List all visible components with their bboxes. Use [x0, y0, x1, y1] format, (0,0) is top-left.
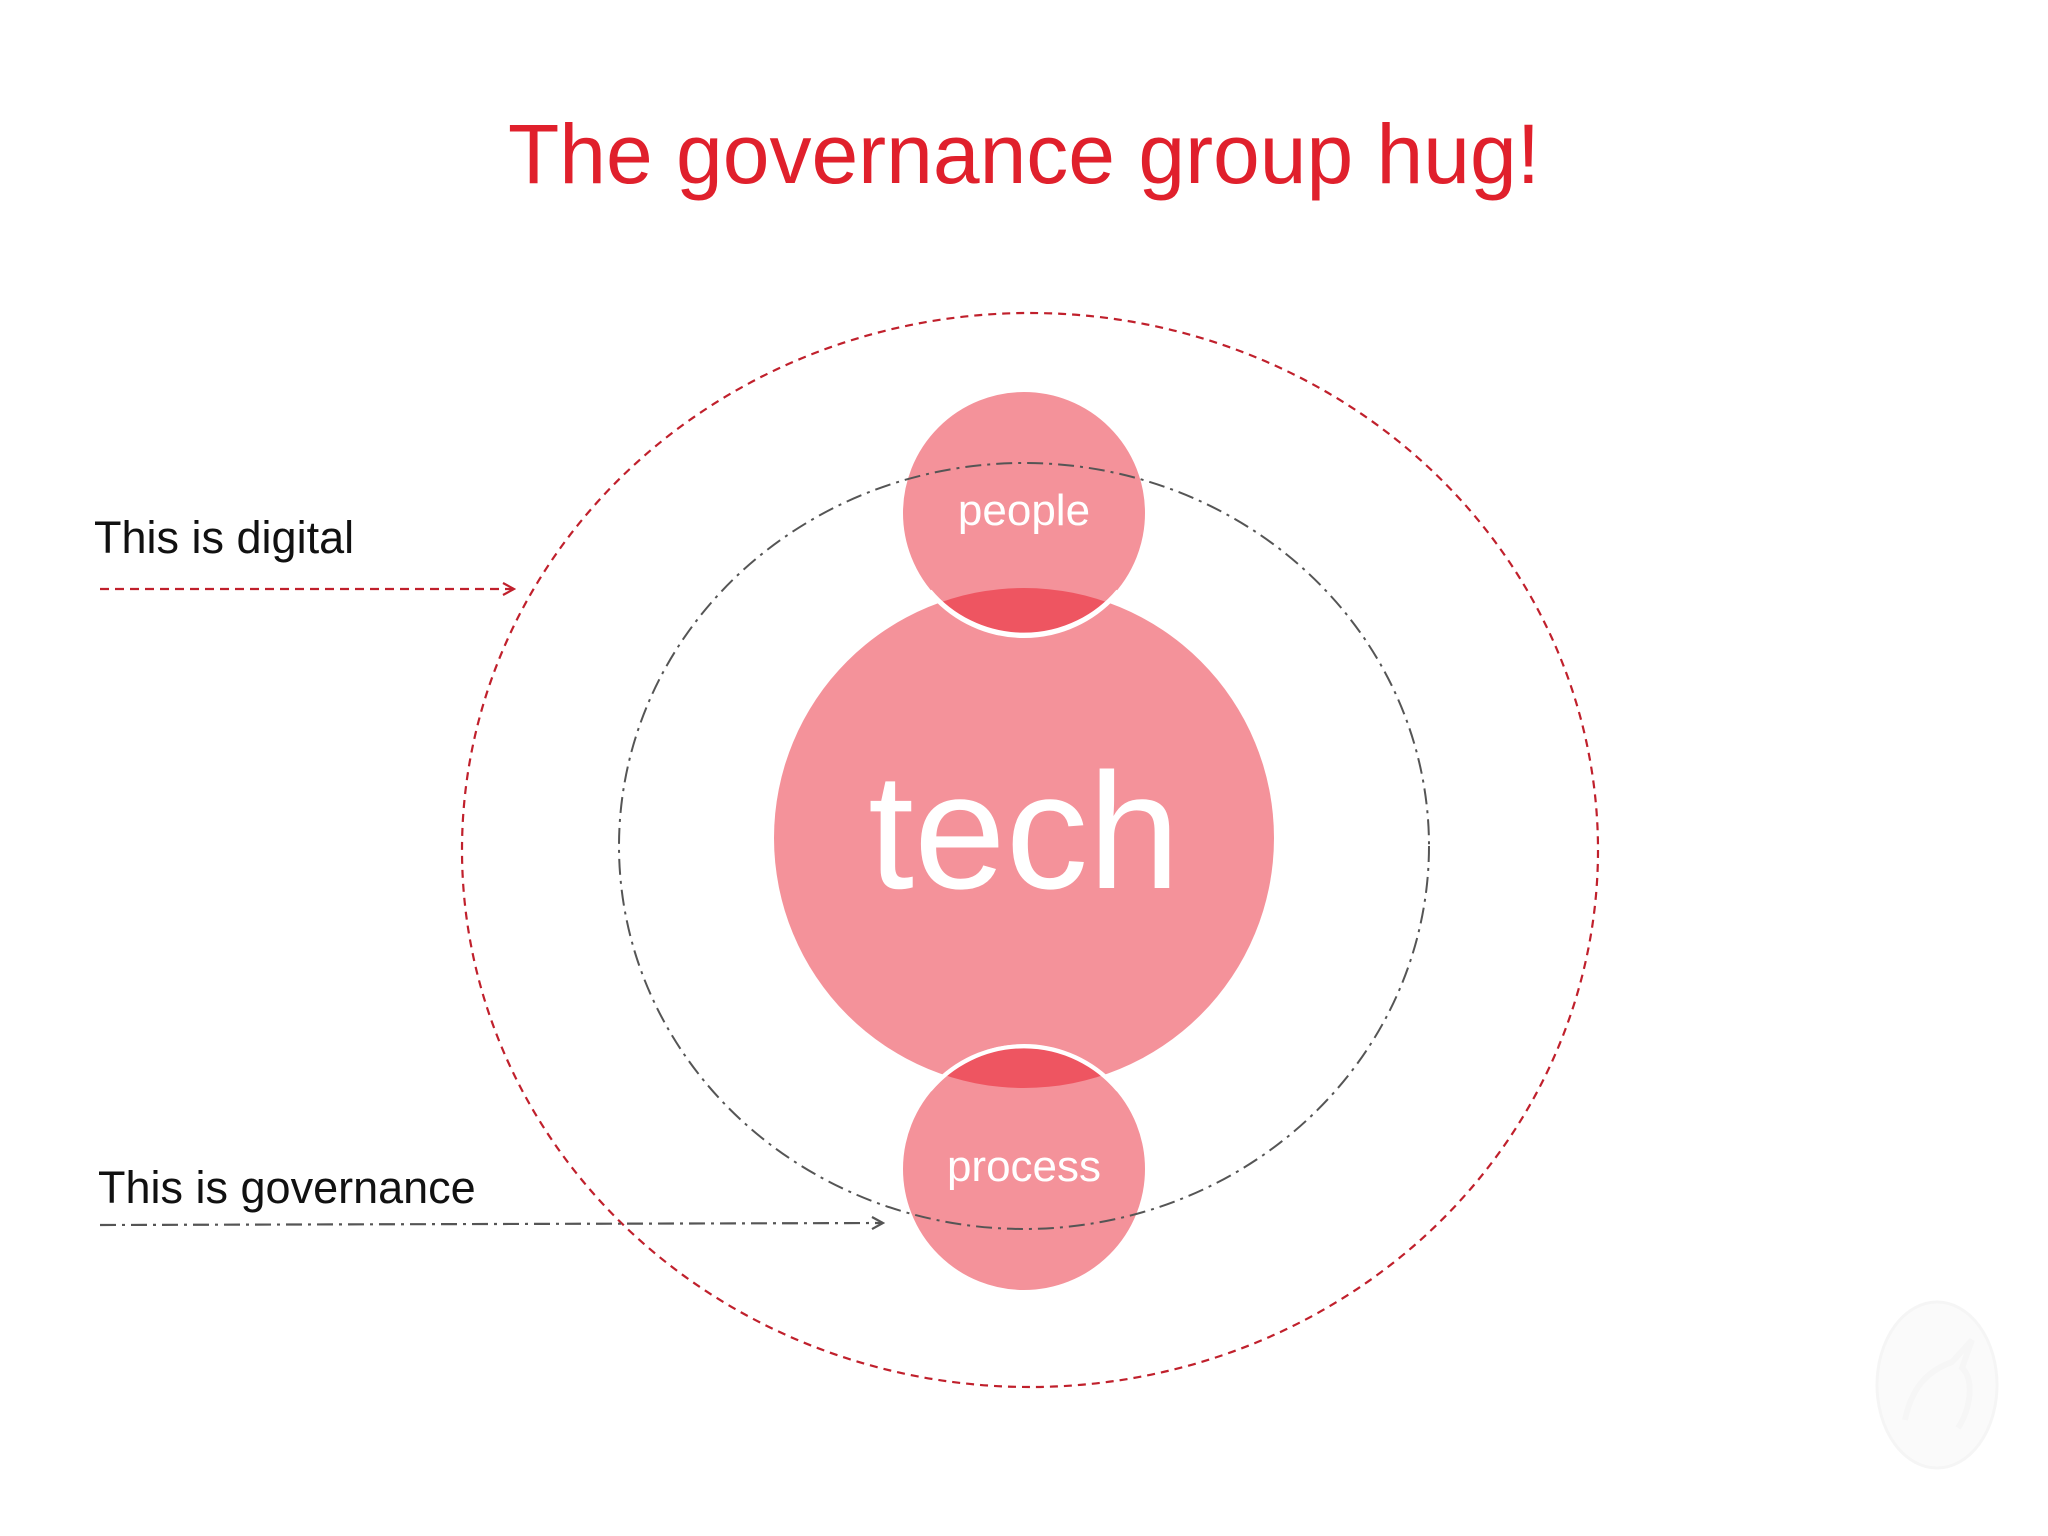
digital-ring — [460, 311, 1600, 1389]
people-label: people — [958, 486, 1090, 535]
tech-label: tech — [868, 739, 1180, 923]
governance-ring — [618, 462, 1430, 1230]
unicorn-watermark-icon — [1875, 1300, 1999, 1470]
process-label: process — [947, 1142, 1101, 1191]
governance-label: This is governance — [98, 1162, 476, 1213]
tech-circle — [774, 588, 1274, 1088]
digital-label: This is digital — [94, 512, 355, 563]
governance-arrow — [99, 1223, 883, 1225]
slide-title: The governance group hug! — [507, 107, 1541, 201]
